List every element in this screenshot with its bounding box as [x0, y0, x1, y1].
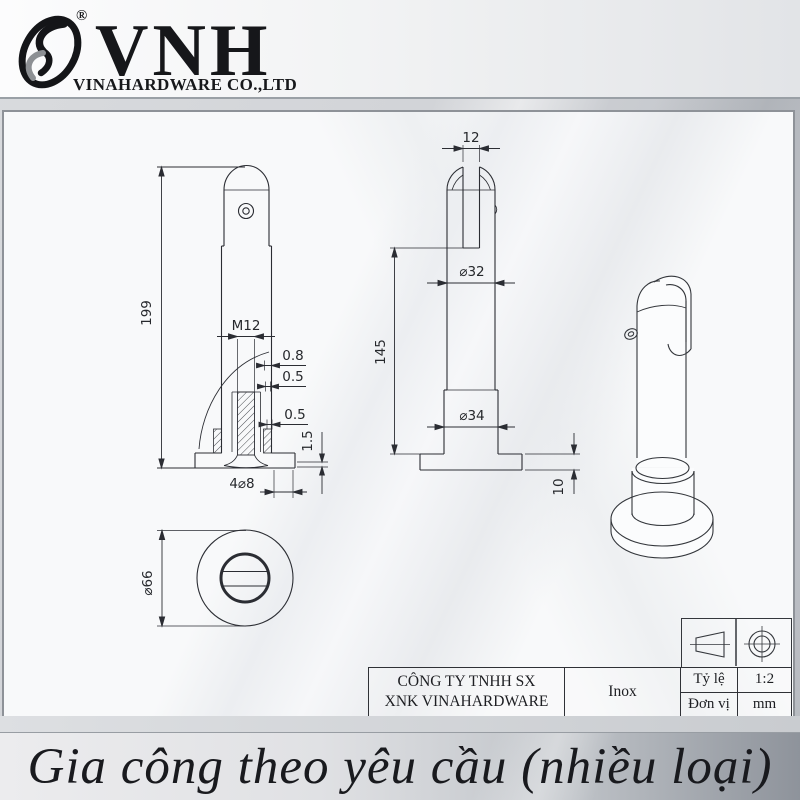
dim-145: 145	[373, 339, 389, 365]
registered-mark: ®	[76, 8, 88, 24]
cone-symbol-icon	[690, 631, 730, 658]
dim-10: 10	[551, 478, 567, 495]
side-view-dimensions	[390, 145, 580, 494]
iso-view	[610, 275, 714, 559]
dim-0-5b: 0.5	[284, 407, 305, 423]
dim-0-8: 0.8	[282, 348, 303, 364]
front-view-labels: 199 M12 0.8 0.5 0.5 1.5 4⌀8	[139, 300, 316, 492]
circles-symbol-icon	[744, 626, 780, 662]
dim-1-5: 1.5	[300, 430, 316, 451]
title-block-company-cell: CÔNG TY TNHH SX XNK VINAHARDWARE	[369, 668, 565, 716]
side-view	[419, 166, 523, 471]
title-block-company-line1: CÔNG TY TNHH SX	[397, 672, 536, 690]
unit-label: Đơn vị	[681, 691, 737, 717]
dim-4d8: 4⌀8	[229, 476, 254, 492]
dim-12: 12	[462, 130, 479, 146]
title-block-company-line2: XNK VINAHARDWARE	[384, 693, 549, 710]
brand-wordmark: VNH	[95, 10, 272, 92]
drawing-frame: 199 M12 0.8 0.5 0.5 1.5 4⌀8	[2, 110, 795, 718]
title-block-label-column: Tỷ lệ Đơn vị	[681, 668, 738, 716]
title-block: CÔNG TY TNHH SX XNK VINAHARDWARE Inox Tỷ…	[368, 667, 792, 717]
company-wordmark: VINAHARDWARE CO.,LTD	[73, 75, 298, 94]
side-view-labels: 12 ⌀32 145 ⌀34 10	[373, 130, 567, 496]
front-view	[194, 165, 296, 469]
front-view-dimensions	[157, 165, 328, 498]
scale-label: Tỷ lệ	[693, 671, 725, 688]
bottom-view-labels: ⌀66	[140, 570, 156, 595]
bottom-view	[157, 528, 294, 628]
title-block-material-cell: Inox	[565, 668, 681, 716]
footer-band: Gia công theo yêu cầu (nhiều loại)	[0, 733, 800, 800]
dim-d66: ⌀66	[140, 570, 156, 595]
dim-0-5a: 0.5	[282, 369, 303, 385]
vnh-emblem-icon	[18, 15, 82, 89]
header: ® VNH VINAHARDWARE CO.,LTD	[0, 0, 800, 99]
dim-199: 199	[139, 300, 155, 326]
scale-value: 1:2	[754, 671, 775, 688]
dim-d32: ⌀32	[459, 264, 484, 280]
dim-d34: ⌀34	[459, 408, 484, 424]
dim-m12: M12	[232, 318, 261, 334]
footer-caption: Gia công theo yêu cầu (nhiều loại)	[27, 738, 773, 795]
projection-symbol-box	[681, 618, 792, 668]
title-block-value-column: 1:2 mm	[738, 668, 791, 716]
projection-symbols	[690, 619, 780, 666]
unit-value: mm	[738, 691, 791, 717]
divider-band	[0, 716, 800, 733]
